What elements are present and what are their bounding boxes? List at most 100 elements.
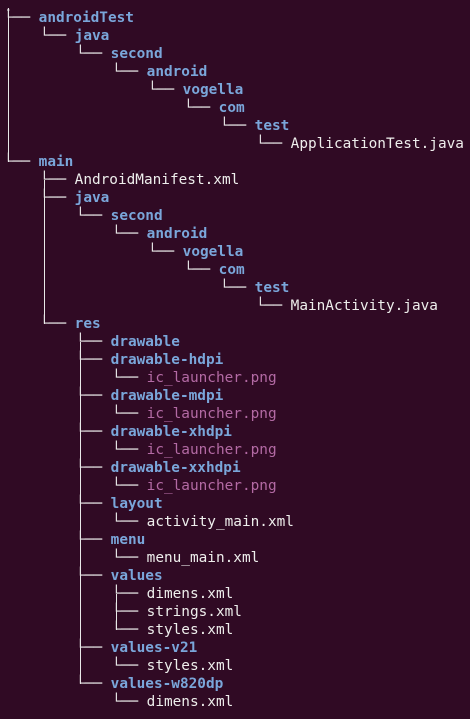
tree-row: └── test <box>220 279 289 297</box>
tree-branch-connector: └── <box>220 280 255 296</box>
tree-branch-connector: └── <box>112 406 147 422</box>
directory-name: android <box>146 64 208 80</box>
tree-branch-connector: └── <box>112 586 147 602</box>
tree-row: └── vogella <box>148 81 243 99</box>
directory-name: vogella <box>182 82 244 98</box>
tree-guide-line <box>80 360 81 396</box>
tree-branch-connector: └── <box>112 658 147 674</box>
tree-guide-line <box>80 342 81 360</box>
tree-branch-connector: └── <box>148 244 183 260</box>
directory-name: android <box>146 226 208 242</box>
tree-row: └── menu_main.xml <box>112 549 259 567</box>
tree-branch-connector: └── <box>112 604 147 620</box>
tree-branch-connector: └── <box>112 64 147 80</box>
file-name: ic_launcher.png <box>146 478 277 494</box>
directory-name: menu <box>110 532 146 548</box>
tree-row: └── vogella <box>148 243 243 261</box>
tree-row: └── second <box>76 45 163 63</box>
directory-name: vogella <box>182 244 244 260</box>
tree-row: └── java <box>40 189 109 207</box>
file-name: dimens.xml <box>146 586 234 602</box>
tree-branch-connector: └── <box>76 46 111 62</box>
tree-row: └── com <box>184 99 245 117</box>
tree-row: └── android <box>112 225 207 243</box>
tree-guide-line <box>80 648 81 684</box>
tree-guide-line <box>80 576 81 648</box>
tree-row: └── values-w820dp <box>76 675 223 693</box>
tree-guide-line <box>116 612 117 630</box>
tree-row: └── main <box>4 153 73 171</box>
directory-name: res <box>74 316 101 332</box>
tree-branch-connector: └── <box>112 370 147 386</box>
file-name: strings.xml <box>146 604 242 620</box>
tree-row: └── styles.xml <box>112 621 233 639</box>
directory-name: test <box>254 280 290 296</box>
tree-branch-connector: └── <box>256 298 291 314</box>
directory-name: drawable-xhdpi <box>110 424 232 440</box>
directory-name: com <box>218 100 245 116</box>
tree-branch-connector: └── <box>184 100 219 116</box>
tree-row: └── drawable-xxhdpi <box>76 459 241 477</box>
tree-row: └── menu <box>76 531 145 549</box>
directory-name: androidTest <box>38 10 134 26</box>
tree-guide-line <box>80 432 81 468</box>
tree-guide-line <box>80 396 81 432</box>
directory-name: layout <box>110 496 163 512</box>
tree-branch-connector: └── <box>112 478 147 494</box>
directory-name: main <box>38 154 74 170</box>
tree-branch-connector: └── <box>76 352 111 368</box>
tree-row: └── AndroidManifest.xml <box>40 171 239 189</box>
tree-row: └── values-v21 <box>76 639 197 657</box>
tree-branch-connector: └── <box>112 442 147 458</box>
directory-name: drawable <box>110 334 180 350</box>
tree-root-marker: . <box>4 0 13 14</box>
tree-guide-line <box>44 180 45 198</box>
tree-row: └── test <box>220 117 289 135</box>
directory-name: drawable-xxhdpi <box>110 460 241 476</box>
tree-branch-connector: └── <box>40 316 75 332</box>
file-name: activity_main.xml <box>146 514 294 530</box>
file-name: ic_launcher.png <box>146 406 277 422</box>
tree-branch-connector: └── <box>40 28 75 44</box>
tree-branch-connector: └── <box>76 676 111 692</box>
tree-branch-connector: └── <box>4 154 39 170</box>
tree-row: └── drawable-xhdpi <box>76 423 232 441</box>
tree-row: └── ApplicationTest.java <box>256 135 464 153</box>
tree-guide-line <box>80 468 81 504</box>
directory-name: drawable-hdpi <box>110 352 224 368</box>
file-name: AndroidManifest.xml <box>74 172 240 188</box>
tree-row: └── drawable-hdpi <box>76 351 223 369</box>
file-name: styles.xml <box>146 658 234 674</box>
tree-branch-connector: └── <box>112 226 147 242</box>
tree-branch-connector: └── <box>112 694 147 710</box>
file-name: MainActivity.java <box>290 298 438 314</box>
tree-guide-line <box>80 504 81 540</box>
tree-branch-connector: └── <box>220 118 255 134</box>
tree-branch-connector: └── <box>40 172 75 188</box>
tree-row: └── second <box>76 207 163 225</box>
tree-branch-connector: └── <box>148 82 183 98</box>
tree-row: └── androidTest <box>4 9 134 27</box>
tree-branch-connector: └── <box>76 460 111 476</box>
tree-branch-connector: └── <box>40 190 75 206</box>
tree-branch-connector: └── <box>112 514 147 530</box>
tree-row: └── ic_launcher.png <box>112 369 277 387</box>
directory-name: values-v21 <box>110 640 198 656</box>
tree-branch-connector: └── <box>4 10 39 26</box>
tree-row: └── values <box>76 567 163 585</box>
tree-row: └── drawable-mdpi <box>76 387 223 405</box>
tree-branch-connector: └── <box>76 424 111 440</box>
file-name: menu_main.xml <box>146 550 260 566</box>
tree-row: └── styles.xml <box>112 657 233 675</box>
file-name: ic_launcher.png <box>146 370 277 386</box>
directory-name: com <box>218 262 245 278</box>
directory-name: values-w820dp <box>110 676 224 692</box>
tree-row: └── dimens.xml <box>112 693 233 711</box>
directory-name: drawable-mdpi <box>110 388 224 404</box>
tree-row: └── dimens.xml <box>112 585 233 603</box>
directory-name: test <box>254 118 290 134</box>
tree-guide-line <box>80 540 81 576</box>
tree-branch-connector: └── <box>76 208 111 224</box>
tree-branch-connector: └── <box>76 496 111 512</box>
